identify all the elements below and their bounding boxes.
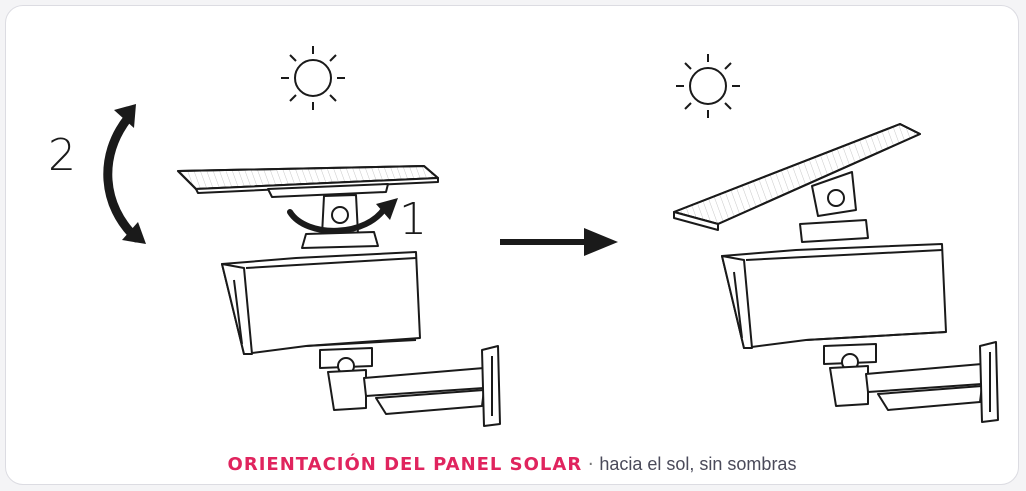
- caption-subtitle: hacia el sol, sin sombras: [599, 454, 797, 474]
- sun-icon-left: [281, 46, 345, 110]
- step-number-1: 1: [399, 194, 427, 245]
- camera-right: [673, 123, 999, 423]
- caption-separator: ·: [582, 454, 600, 475]
- caption-title: ORIENTACIÓN DEL PANEL SOLAR: [227, 454, 583, 475]
- camera-left: [177, 165, 501, 427]
- sun-icon-right: [676, 54, 740, 118]
- tilt-arrow-icon: [103, 104, 146, 244]
- transition-arrow-icon: [500, 228, 618, 256]
- solar-panel-orientation-diagram: [103, 46, 999, 427]
- caption: ORIENTACIÓN DEL PANEL SOLAR · hacia el s…: [6, 452, 1018, 477]
- step-number-2: 2: [48, 130, 76, 181]
- illustration-card: 2 1 ORIENTACIÓN DEL PANEL SOLAR · hacia …: [5, 5, 1019, 485]
